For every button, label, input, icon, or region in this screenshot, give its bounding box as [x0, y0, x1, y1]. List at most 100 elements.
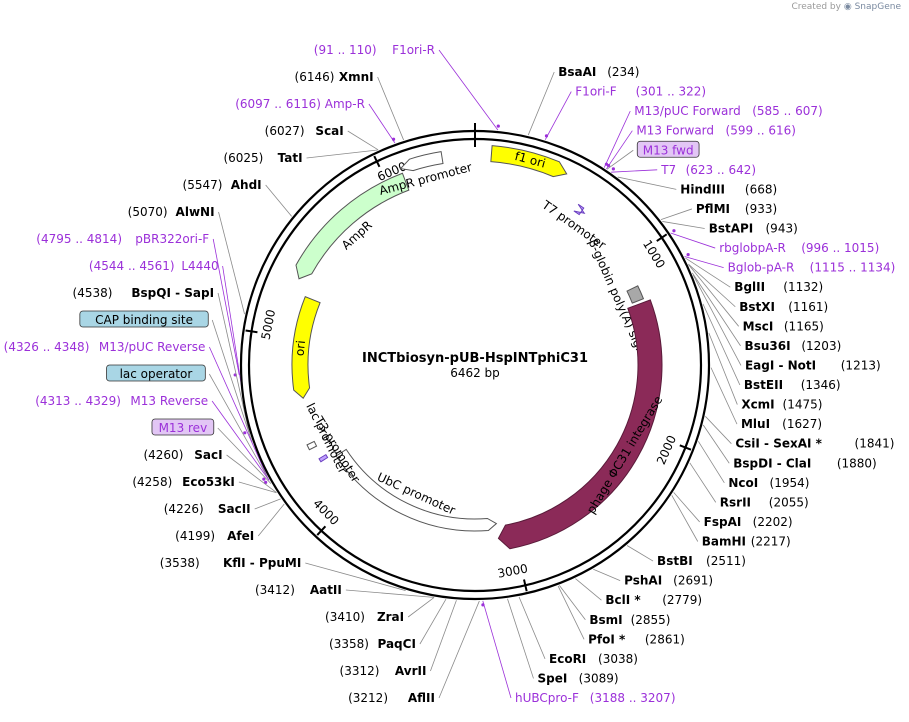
label-ncoi[interactable]: NcoI(1954) — [728, 476, 809, 490]
label-m13-puc-forward[interactable]: M13/pUC Forward(585 .. 607) — [634, 104, 822, 118]
label-ahdi[interactable]: AhdI(5547) — [183, 178, 262, 192]
label-position: (1115 .. 1134) — [810, 261, 896, 275]
scale-tick — [679, 444, 692, 451]
label-name: PaqCI — [377, 637, 415, 651]
feature-ampr-promoter[interactable] — [399, 151, 444, 172]
label-spei[interactable]: SpeI(3089) — [537, 671, 618, 685]
label-cap-binding-site[interactable]: CAP binding site — [79, 310, 209, 328]
label-rbglobpa-r[interactable]: rbglobpA-R(996 .. 1015) — [719, 241, 879, 255]
label-eagi-noti[interactable]: EagI - NotI(1213) — [745, 358, 881, 372]
label-m13-rev[interactable]: M13 rev — [151, 418, 215, 436]
label-ecori[interactable]: EcoRI(3038) — [549, 652, 638, 666]
label-position: (3358) — [329, 637, 369, 651]
feature-t7-promoter[interactable] — [573, 203, 586, 216]
label-bsmi[interactable]: BsmI(2855) — [589, 613, 670, 627]
label-lac-operator[interactable]: lac operator — [106, 364, 206, 382]
leader-line — [238, 481, 277, 494]
label-position: (1132) — [783, 280, 823, 294]
label-mlui[interactable]: MluI(1627) — [741, 417, 822, 431]
leader-line — [305, 562, 406, 591]
label-scai[interactable]: ScaI(6027) — [265, 124, 344, 138]
label-m13-puc-reverse[interactable]: M13/pUC Reverse(4326 .. 4348) — [4, 340, 206, 354]
label-xmni[interactable]: XmnI(6146) — [295, 70, 374, 84]
label-bspdi-clai[interactable]: BspDI - ClaI(1880) — [733, 456, 877, 470]
label-name: AatII — [310, 583, 342, 597]
label-bstxi[interactable]: BstXI(1161) — [739, 300, 828, 314]
label-bglii[interactable]: BglII(1132) — [734, 280, 823, 294]
leader-line — [438, 600, 480, 699]
label-name: rbglobpA-R — [719, 241, 786, 255]
label-afei[interactable]: AfeI(4199) — [175, 529, 254, 543]
primer-mark — [544, 134, 549, 138]
label-position: (6025) — [223, 151, 263, 165]
feature-f1-ori[interactable] — [490, 145, 568, 178]
label-l4440[interactable]: L4440(4544 .. 4561) — [89, 259, 219, 273]
label-bglob-pa-r[interactable]: Bglob-pA-R(1115 .. 1134) — [728, 261, 896, 275]
feature-ampr[interactable] — [295, 172, 410, 280]
brand-name[interactable]: SnapGene — [854, 2, 901, 12]
leader-line — [702, 424, 730, 464]
feature-lac-promoter[interactable] — [306, 440, 318, 451]
label-eco53ki[interactable]: Eco53kI(4258) — [132, 475, 235, 489]
label-rsrii[interactable]: RsrII(2055) — [720, 495, 809, 509]
label-bstapi[interactable]: BstAPI (943) — [709, 222, 798, 236]
label-msci[interactable]: MscI(1165) — [743, 319, 824, 333]
label-bsaai[interactable]: BsaAI(234) — [558, 65, 639, 79]
label-pshai[interactable]: PshAI(2691) — [624, 574, 713, 588]
label-m13-reverse[interactable]: M13 Reverse(4313 .. 4329) — [35, 394, 208, 408]
label-sacii[interactable]: SacII(4226) — [164, 502, 251, 516]
label-position: (2779) — [662, 593, 702, 607]
label-hindiii[interactable]: HindIII(668) — [680, 182, 777, 196]
label-position: (943) — [766, 222, 798, 236]
label-alwni[interactable]: AlwNI(5070) — [128, 205, 215, 219]
label-f1ori-f[interactable]: F1ori-F(301 .. 322) — [575, 85, 706, 99]
feature-t3-promoter[interactable] — [318, 453, 329, 463]
scale-tick — [656, 233, 668, 242]
leader-line — [685, 257, 731, 288]
label-aatii[interactable]: AatII(3412) — [255, 583, 342, 597]
primer-mark — [481, 603, 485, 607]
label-bsteii[interactable]: BstEII(1346) — [744, 378, 841, 392]
label-name: BamHI — [702, 535, 746, 549]
label-m13-fwd[interactable]: M13 fwd — [636, 140, 700, 158]
leader-line — [209, 346, 268, 478]
label-bsu36i[interactable]: Bsu36I(1203) — [745, 339, 842, 353]
label-kfli-ppumi[interactable]: KflI - PpuMI(3538) — [160, 556, 302, 570]
label-bstbi[interactable]: BstBI(2511) — [657, 554, 746, 568]
label-bcli-[interactable]: BclI *(2779) — [605, 593, 702, 607]
label-tati[interactable]: TatI(6025) — [223, 151, 302, 165]
label-aflii[interactable]: AflII(3212) — [348, 691, 435, 705]
label-csii-sexai-[interactable]: CsiI - SexAI *(1841) — [735, 437, 894, 451]
label-position: (2861) — [645, 632, 685, 646]
label-bspqi-sapi[interactable]: BspQI - SapI(4538) — [73, 286, 215, 300]
label-name: PfoI * — [588, 632, 626, 646]
label-pbr322ori-f[interactable]: pBR322ori-F(4795 .. 4814) — [36, 232, 209, 246]
feature-beta-globin-polya[interactable] — [626, 285, 645, 304]
leader-line — [710, 367, 738, 425]
label-t7[interactable]: T7(623 .. 642) — [660, 163, 756, 177]
label-fspai[interactable]: FspAI(2202) — [704, 515, 793, 529]
label-amp-r[interactable]: Amp-R(6097 .. 6116) — [235, 97, 365, 111]
label-position: (2855) — [631, 613, 671, 627]
label-paqci[interactable]: PaqCI (3358) — [329, 637, 416, 651]
label-m13-forward[interactable]: M13 Forward(599 .. 616) — [636, 124, 796, 138]
label-f1ori-r[interactable]: F1ori-R(91 .. 110) — [314, 43, 435, 57]
feature-ori[interactable] — [291, 296, 321, 399]
label-name: BstAPI — [709, 222, 754, 236]
label-avrii[interactable]: AvrII(3312) — [340, 664, 427, 678]
brand-credit: Created by ◉ SnapGene — [791, 2, 901, 12]
leader-line — [482, 600, 512, 699]
label-position: (5070) — [128, 205, 168, 219]
feature-ubc-promoter[interactable] — [335, 448, 498, 532]
leader-line — [670, 232, 716, 249]
label-saci[interactable]: SacI(4260) — [143, 448, 222, 462]
label-hubcpro-f[interactable]: hUBCpro-F(3188 .. 3207) — [515, 691, 676, 705]
label-position: (3538) — [160, 556, 200, 570]
label-pfoi-[interactable]: PfoI * (2861) — [588, 632, 685, 646]
label-xcmi[interactable]: XcmI(1475) — [741, 398, 822, 412]
feature-phage-phic31-integrase[interactable] — [497, 299, 663, 550]
label-zrai[interactable]: ZraI(3410) — [325, 610, 404, 624]
label-bamhi[interactable]: BamHI(2217) — [702, 535, 791, 549]
label-pflmi[interactable]: PflMI(933) — [696, 202, 777, 216]
